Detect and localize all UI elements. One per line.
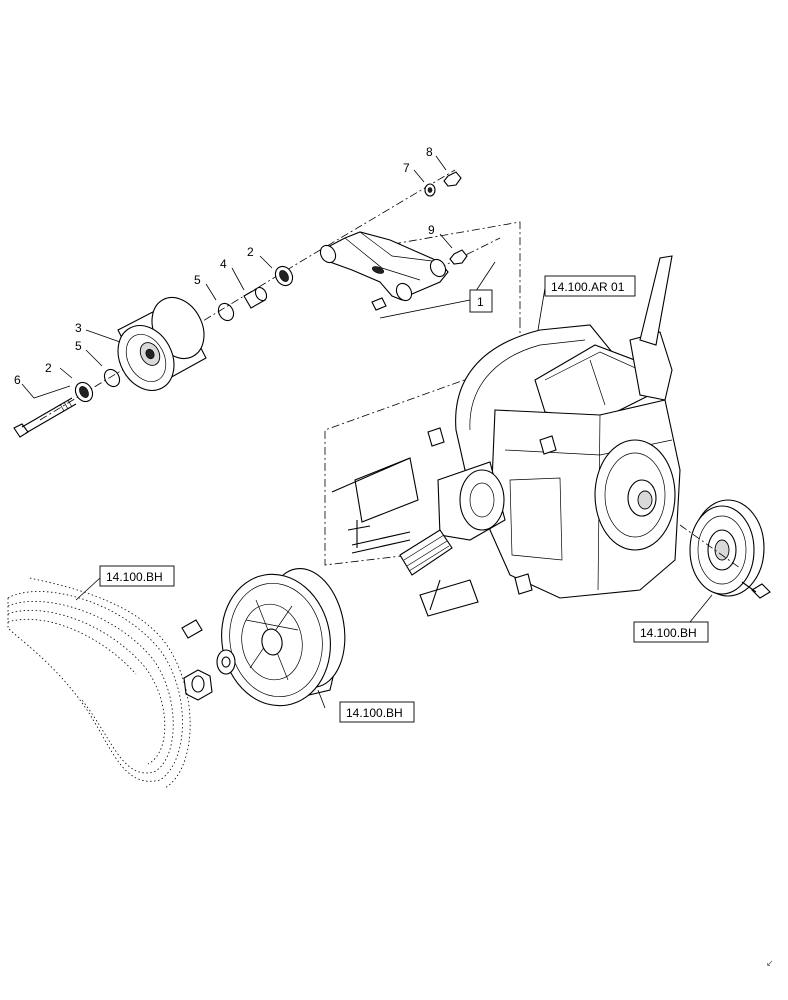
ref-box-gearbox[interactable]: 14.100.AR 01 — [544, 275, 636, 297]
callout-1-box: 1 — [469, 289, 493, 313]
drive-belt[interactable] — [7, 577, 191, 789]
idler-axis-line — [39, 169, 501, 421]
callout-4: 4 — [220, 257, 227, 271]
nut-part-9[interactable] — [449, 249, 468, 265]
callout-7: 7 — [403, 161, 410, 175]
callout-2-upper: 2 — [247, 245, 254, 259]
callout-9: 9 — [428, 223, 435, 237]
callout-5-upper: 5 — [194, 273, 201, 287]
snap-ring-part-5-upper[interactable] — [215, 301, 236, 324]
ref-box-small-pulley[interactable]: 14.100.BH — [633, 621, 709, 643]
small-pulley-bolt[interactable] — [741, 581, 771, 599]
callout-1: 1 — [477, 295, 484, 309]
snap-ring-part-5-lower[interactable] — [101, 367, 122, 390]
callout-2-lower: 2 — [45, 361, 52, 375]
callout-8: 8 — [426, 145, 433, 159]
washer-part-7[interactable] — [424, 183, 436, 197]
ref-box-belt[interactable]: 14.100.BH — [99, 565, 175, 587]
ref-gearbox-label: 14.100.AR 01 — [551, 280, 625, 294]
ref-main-pulley-label: 14.100.BH — [346, 706, 403, 720]
bolt-part-6[interactable] — [13, 397, 77, 438]
main-drive-pulley[interactable] — [211, 562, 353, 714]
idler-arm-part-1[interactable] — [317, 231, 449, 311]
callout-6: 6 — [14, 373, 21, 387]
nut-part-8[interactable] — [443, 171, 462, 187]
bearing-part-2-upper[interactable] — [272, 263, 296, 288]
callout-leaders — [21, 155, 713, 709]
callout-3: 3 — [75, 321, 82, 335]
bushing-part-4[interactable] — [243, 285, 269, 309]
bearing-part-2-lower[interactable] — [72, 379, 96, 404]
gearbox-housing[interactable] — [331, 255, 681, 617]
pulley-washer[interactable] — [216, 649, 236, 675]
orientation-mark: ↙ — [766, 959, 774, 969]
idler-pulley-part-3[interactable] — [107, 288, 214, 400]
callout-5-lower: 5 — [75, 339, 82, 353]
ref-small-pulley-label: 14.100.BH — [640, 626, 697, 640]
pulley-nut[interactable] — [183, 669, 213, 701]
pulley-key[interactable] — [181, 619, 203, 639]
small-drive-pulley[interactable] — [679, 499, 765, 597]
ref-box-main-pulley[interactable]: 14.100.BH — [339, 701, 415, 723]
ref-belt-label: 14.100.BH — [106, 570, 163, 584]
